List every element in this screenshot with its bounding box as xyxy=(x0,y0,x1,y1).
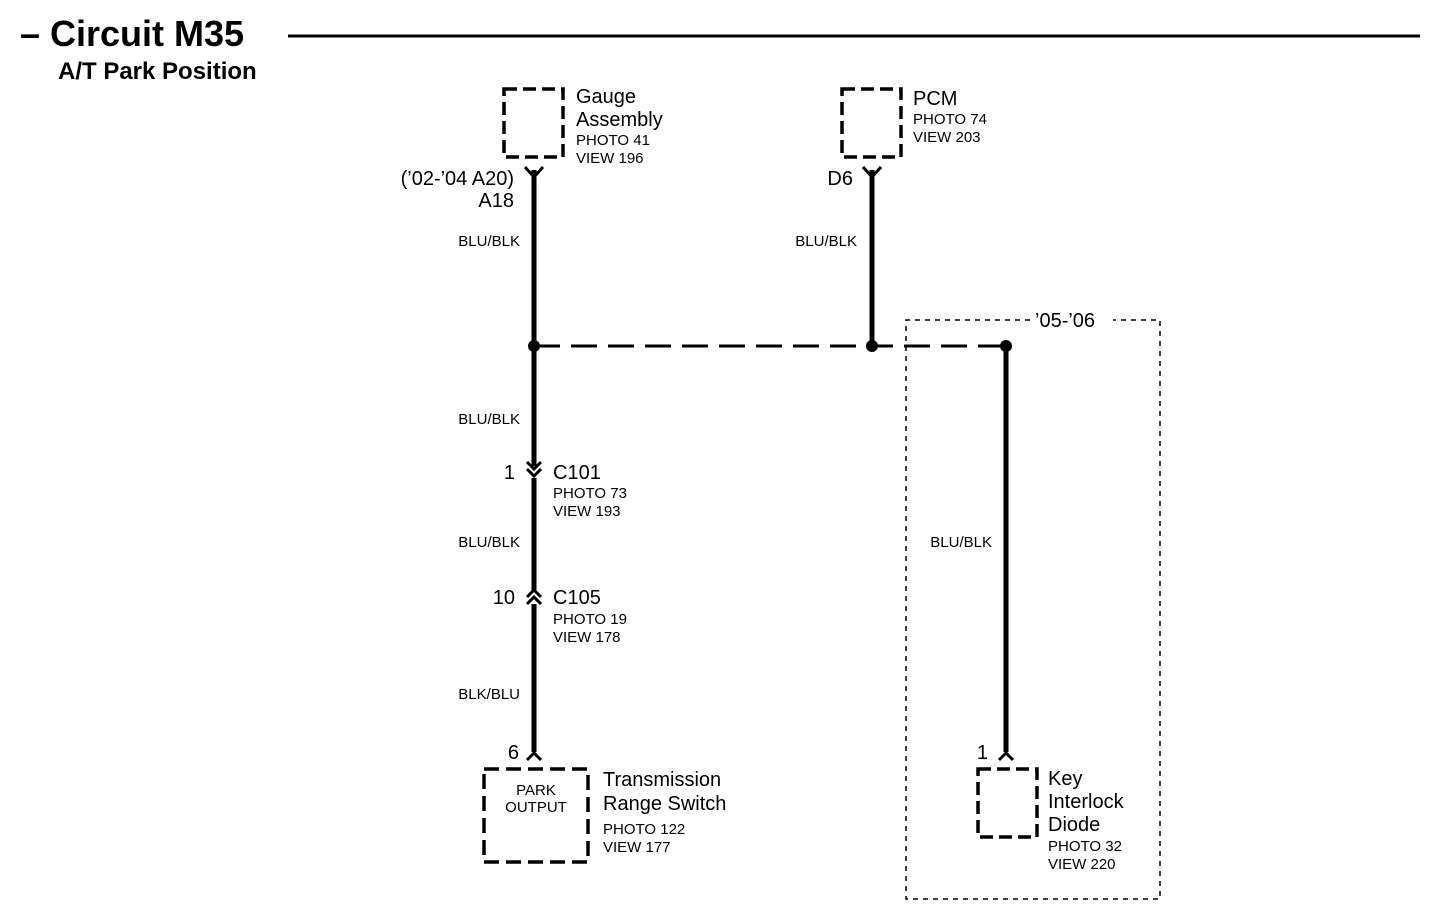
kid-name-line3: Diode xyxy=(1048,814,1100,836)
wire-label-kid: BLU/BLK xyxy=(930,534,992,551)
c101-connector-icon xyxy=(525,460,543,479)
trs-terminal-icon xyxy=(525,750,543,762)
wire-label-c101-c105: BLU/BLK xyxy=(458,534,520,551)
c101-name: C101 xyxy=(553,462,601,484)
trs-name-line1: Transmission xyxy=(603,769,721,791)
trs-photo-ref: PHOTO 122 xyxy=(603,821,685,838)
kid-photo-ref: PHOTO 32 xyxy=(1048,838,1122,855)
pcm-view-ref: VIEW 203 xyxy=(913,129,981,146)
c105-pin: 10 xyxy=(493,587,515,609)
pcm-name: PCM xyxy=(913,88,957,110)
gauge-pin-note: (’02-’04 A20) xyxy=(401,168,514,190)
gauge-photo-ref: PHOTO 41 xyxy=(576,132,650,149)
kid-name-line2: Interlock xyxy=(1048,791,1125,813)
c105-connector[interactable]: C105 PHOTO 19 VIEW 178 xyxy=(553,587,627,646)
c105-photo-ref: PHOTO 19 xyxy=(553,611,627,628)
pcm-box xyxy=(840,87,903,159)
trs-name-line2: Range Switch xyxy=(603,793,726,815)
gauge-assembly[interactable]: Gauge Assembly PHOTO 41 VIEW 196 xyxy=(502,86,663,167)
c101-pin: 1 xyxy=(504,462,515,484)
wire-label-mid: BLU/BLK xyxy=(458,411,520,428)
trs-pin: 6 xyxy=(508,742,519,764)
option-year-label: ’05-’06 xyxy=(1035,310,1095,332)
kid-terminal-icon xyxy=(997,750,1015,762)
trs-inner-label-1: PARK xyxy=(516,782,556,799)
c105-name: C105 xyxy=(553,587,601,609)
key-interlock-diode[interactable]: Key Interlock Diode PHOTO 32 VIEW 220 xyxy=(976,767,1125,873)
wire-label-pcm: BLU/BLK xyxy=(795,233,857,250)
wire-label-c105-trs: BLK/BLU xyxy=(458,686,520,703)
splice-point-middle xyxy=(866,340,878,352)
trs-box xyxy=(482,767,590,864)
gauge-name-line1: Gauge xyxy=(576,86,636,108)
trs-view-ref: VIEW 177 xyxy=(603,839,671,856)
page-title: – Circuit M35 xyxy=(20,13,244,54)
kid-name-line1: Key xyxy=(1048,768,1082,790)
kid-box xyxy=(976,767,1039,839)
c105-view-ref: VIEW 178 xyxy=(553,629,621,646)
kid-view-ref: VIEW 220 xyxy=(1048,856,1116,873)
c105-connector-icon xyxy=(525,587,543,606)
gauge-view-ref: VIEW 196 xyxy=(576,150,644,167)
pcm-photo-ref: PHOTO 74 xyxy=(913,111,987,128)
c101-view-ref: VIEW 193 xyxy=(553,503,621,520)
splice-point-left xyxy=(528,340,540,352)
trs-inner-label-2: OUTPUT xyxy=(505,799,567,816)
option-year-box xyxy=(905,319,1161,900)
gauge-pin: A18 xyxy=(478,190,514,212)
gauge-assembly-box xyxy=(502,87,565,159)
gauge-name-line2: Assembly xyxy=(576,109,663,131)
page-subtitle: A/T Park Position xyxy=(58,58,257,85)
transmission-range-switch[interactable]: PARK OUTPUT Transmission Range Switch PH… xyxy=(482,767,726,864)
wire-label-gauge: BLU/BLK xyxy=(458,233,520,250)
splice-point-right xyxy=(1000,340,1012,352)
c101-photo-ref: PHOTO 73 xyxy=(553,485,627,502)
c101-connector[interactable]: C101 PHOTO 73 VIEW 193 xyxy=(553,462,627,520)
pcm-pin: D6 xyxy=(827,168,853,190)
kid-pin: 1 xyxy=(977,742,988,764)
pcm[interactable]: PCM PHOTO 74 VIEW 203 xyxy=(840,87,987,159)
